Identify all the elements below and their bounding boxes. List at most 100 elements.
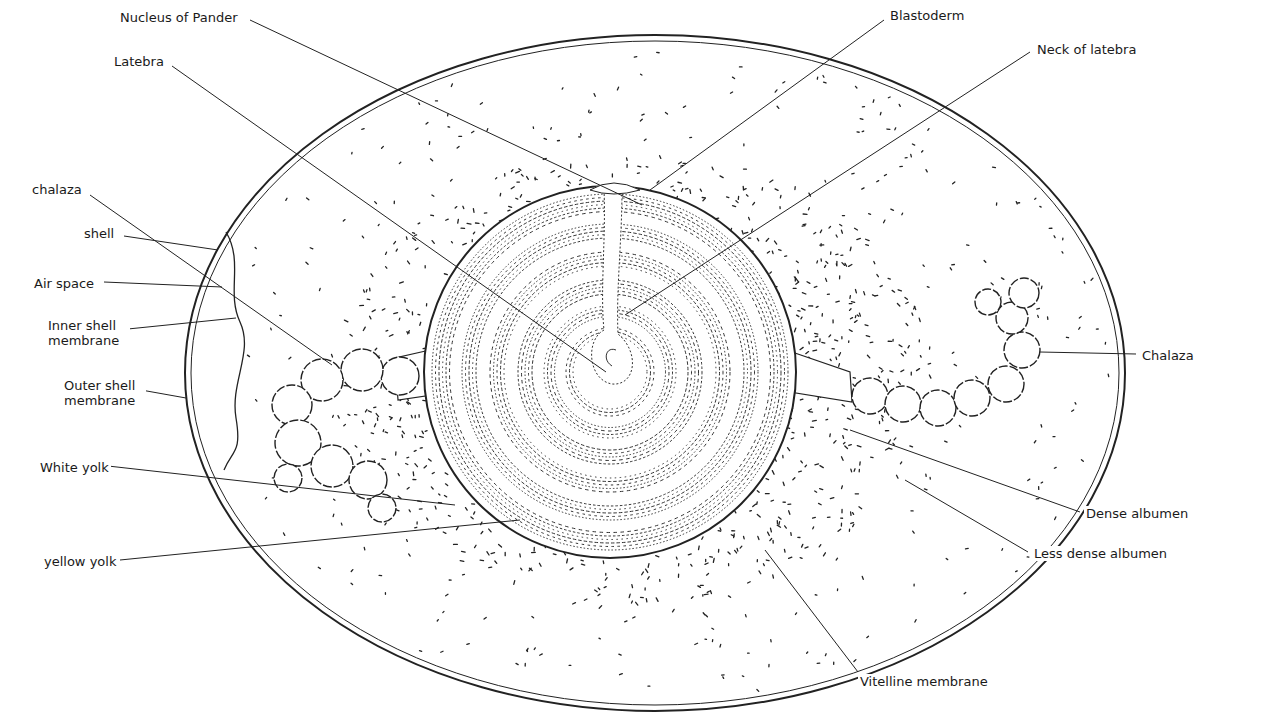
albumen-dot <box>363 327 365 330</box>
albumen-dot <box>689 190 691 194</box>
albumen-dot <box>712 628 714 630</box>
albumen-dot <box>819 545 821 547</box>
albumen-dot <box>911 313 913 315</box>
albumen-dot <box>906 302 908 303</box>
albumen-dot <box>859 462 861 465</box>
albumen-dot <box>816 261 818 263</box>
albumen-dot <box>703 198 705 200</box>
albumen-dot <box>789 511 790 515</box>
part-label: yellow yolk <box>42 554 118 569</box>
albumen-dot <box>771 500 773 502</box>
albumen-dot <box>382 458 385 460</box>
albumen-dot <box>344 424 346 425</box>
albumen-dot <box>849 444 851 446</box>
albumen-dot <box>756 502 758 504</box>
albumen-dot <box>562 88 564 89</box>
albumen-dot <box>857 238 861 239</box>
albumen-dot <box>850 318 852 319</box>
albumen-dot <box>448 126 450 128</box>
albumen-dot <box>698 586 701 588</box>
albumen-dot <box>785 526 787 528</box>
albumen-dot <box>480 560 483 562</box>
albumen-dot <box>778 517 781 519</box>
albumen-dot <box>929 347 931 349</box>
albumen-dot <box>415 464 418 467</box>
albumen-dot <box>750 510 752 512</box>
albumen-dot <box>880 112 882 114</box>
albumen-dot <box>867 355 869 358</box>
albumen-dot <box>532 552 536 554</box>
albumen-dot <box>849 296 851 299</box>
albumen-dot <box>1001 278 1003 279</box>
albumen-dot <box>898 290 901 291</box>
albumen-dot <box>954 364 956 365</box>
albumen-dot <box>1083 282 1085 284</box>
albumen-dot <box>379 575 381 577</box>
albumen-dot <box>1037 308 1040 310</box>
albumen-dot <box>557 140 559 142</box>
albumen-dot <box>1040 206 1041 208</box>
albumen-dot <box>712 167 713 170</box>
albumen-dot <box>362 421 363 424</box>
albumen-dot <box>598 594 600 595</box>
albumen-dot <box>855 228 858 230</box>
albumen-dot <box>767 251 769 253</box>
chalaza-coil <box>988 366 1024 402</box>
albumen-dot <box>710 556 713 558</box>
albumen-dot <box>855 493 858 494</box>
albumen-dot <box>1016 570 1018 572</box>
albumen-dot <box>659 580 661 582</box>
albumen-dot <box>945 441 947 442</box>
albumen-dot <box>759 571 761 574</box>
albumen-dot <box>783 501 785 502</box>
albumen-dot <box>424 466 426 468</box>
albumen-dot <box>710 591 711 594</box>
albumen-dot <box>743 189 746 190</box>
albumen-dot <box>516 663 518 664</box>
albumen-dot <box>351 152 353 154</box>
albumen-dot <box>355 446 357 447</box>
albumen-dot <box>929 375 931 378</box>
part-label-box: Latebra <box>112 52 166 70</box>
albumen-dot <box>923 265 924 266</box>
albumen-dot <box>844 442 845 443</box>
albumen-dot <box>626 158 628 160</box>
albumen-dot <box>897 303 899 306</box>
albumen-dot <box>922 151 923 152</box>
albumen-dot <box>775 90 777 92</box>
albumen-dot <box>795 613 796 615</box>
albumen-dot <box>802 308 806 310</box>
albumen-dot <box>925 474 927 476</box>
albumen-dot <box>804 433 806 436</box>
albumen-dot <box>432 195 434 196</box>
albumen-dot <box>247 355 249 357</box>
albumen-dot <box>814 286 817 288</box>
albumen-dot <box>481 531 483 533</box>
albumen-dot <box>367 298 370 300</box>
albumen-dot <box>274 292 276 294</box>
albumen-dot <box>392 296 395 297</box>
albumen-dot <box>513 581 515 585</box>
albumen-dot <box>573 603 576 604</box>
albumen-dot <box>775 241 777 244</box>
albumen-dot <box>599 638 600 640</box>
albumen-dot <box>425 266 426 268</box>
albumen-dot <box>845 446 848 449</box>
part-label: chalaza <box>30 182 84 197</box>
albumen-dot <box>704 594 708 596</box>
yolk <box>424 183 796 558</box>
albumen-dot <box>720 176 723 178</box>
albumen-dot <box>473 209 475 213</box>
albumen-dot <box>891 209 894 210</box>
albumen-dot <box>419 508 422 509</box>
albumen-dot <box>449 579 451 580</box>
albumen-dot <box>588 110 590 112</box>
albumen-dot <box>859 507 862 509</box>
albumen-dot <box>1038 283 1039 285</box>
albumen-dot <box>822 342 825 344</box>
albumen-dot <box>757 491 759 493</box>
albumen-dot <box>707 573 709 575</box>
albumen-dot <box>946 559 948 560</box>
albumen-dot <box>732 530 735 531</box>
albumen-dot <box>331 354 333 357</box>
